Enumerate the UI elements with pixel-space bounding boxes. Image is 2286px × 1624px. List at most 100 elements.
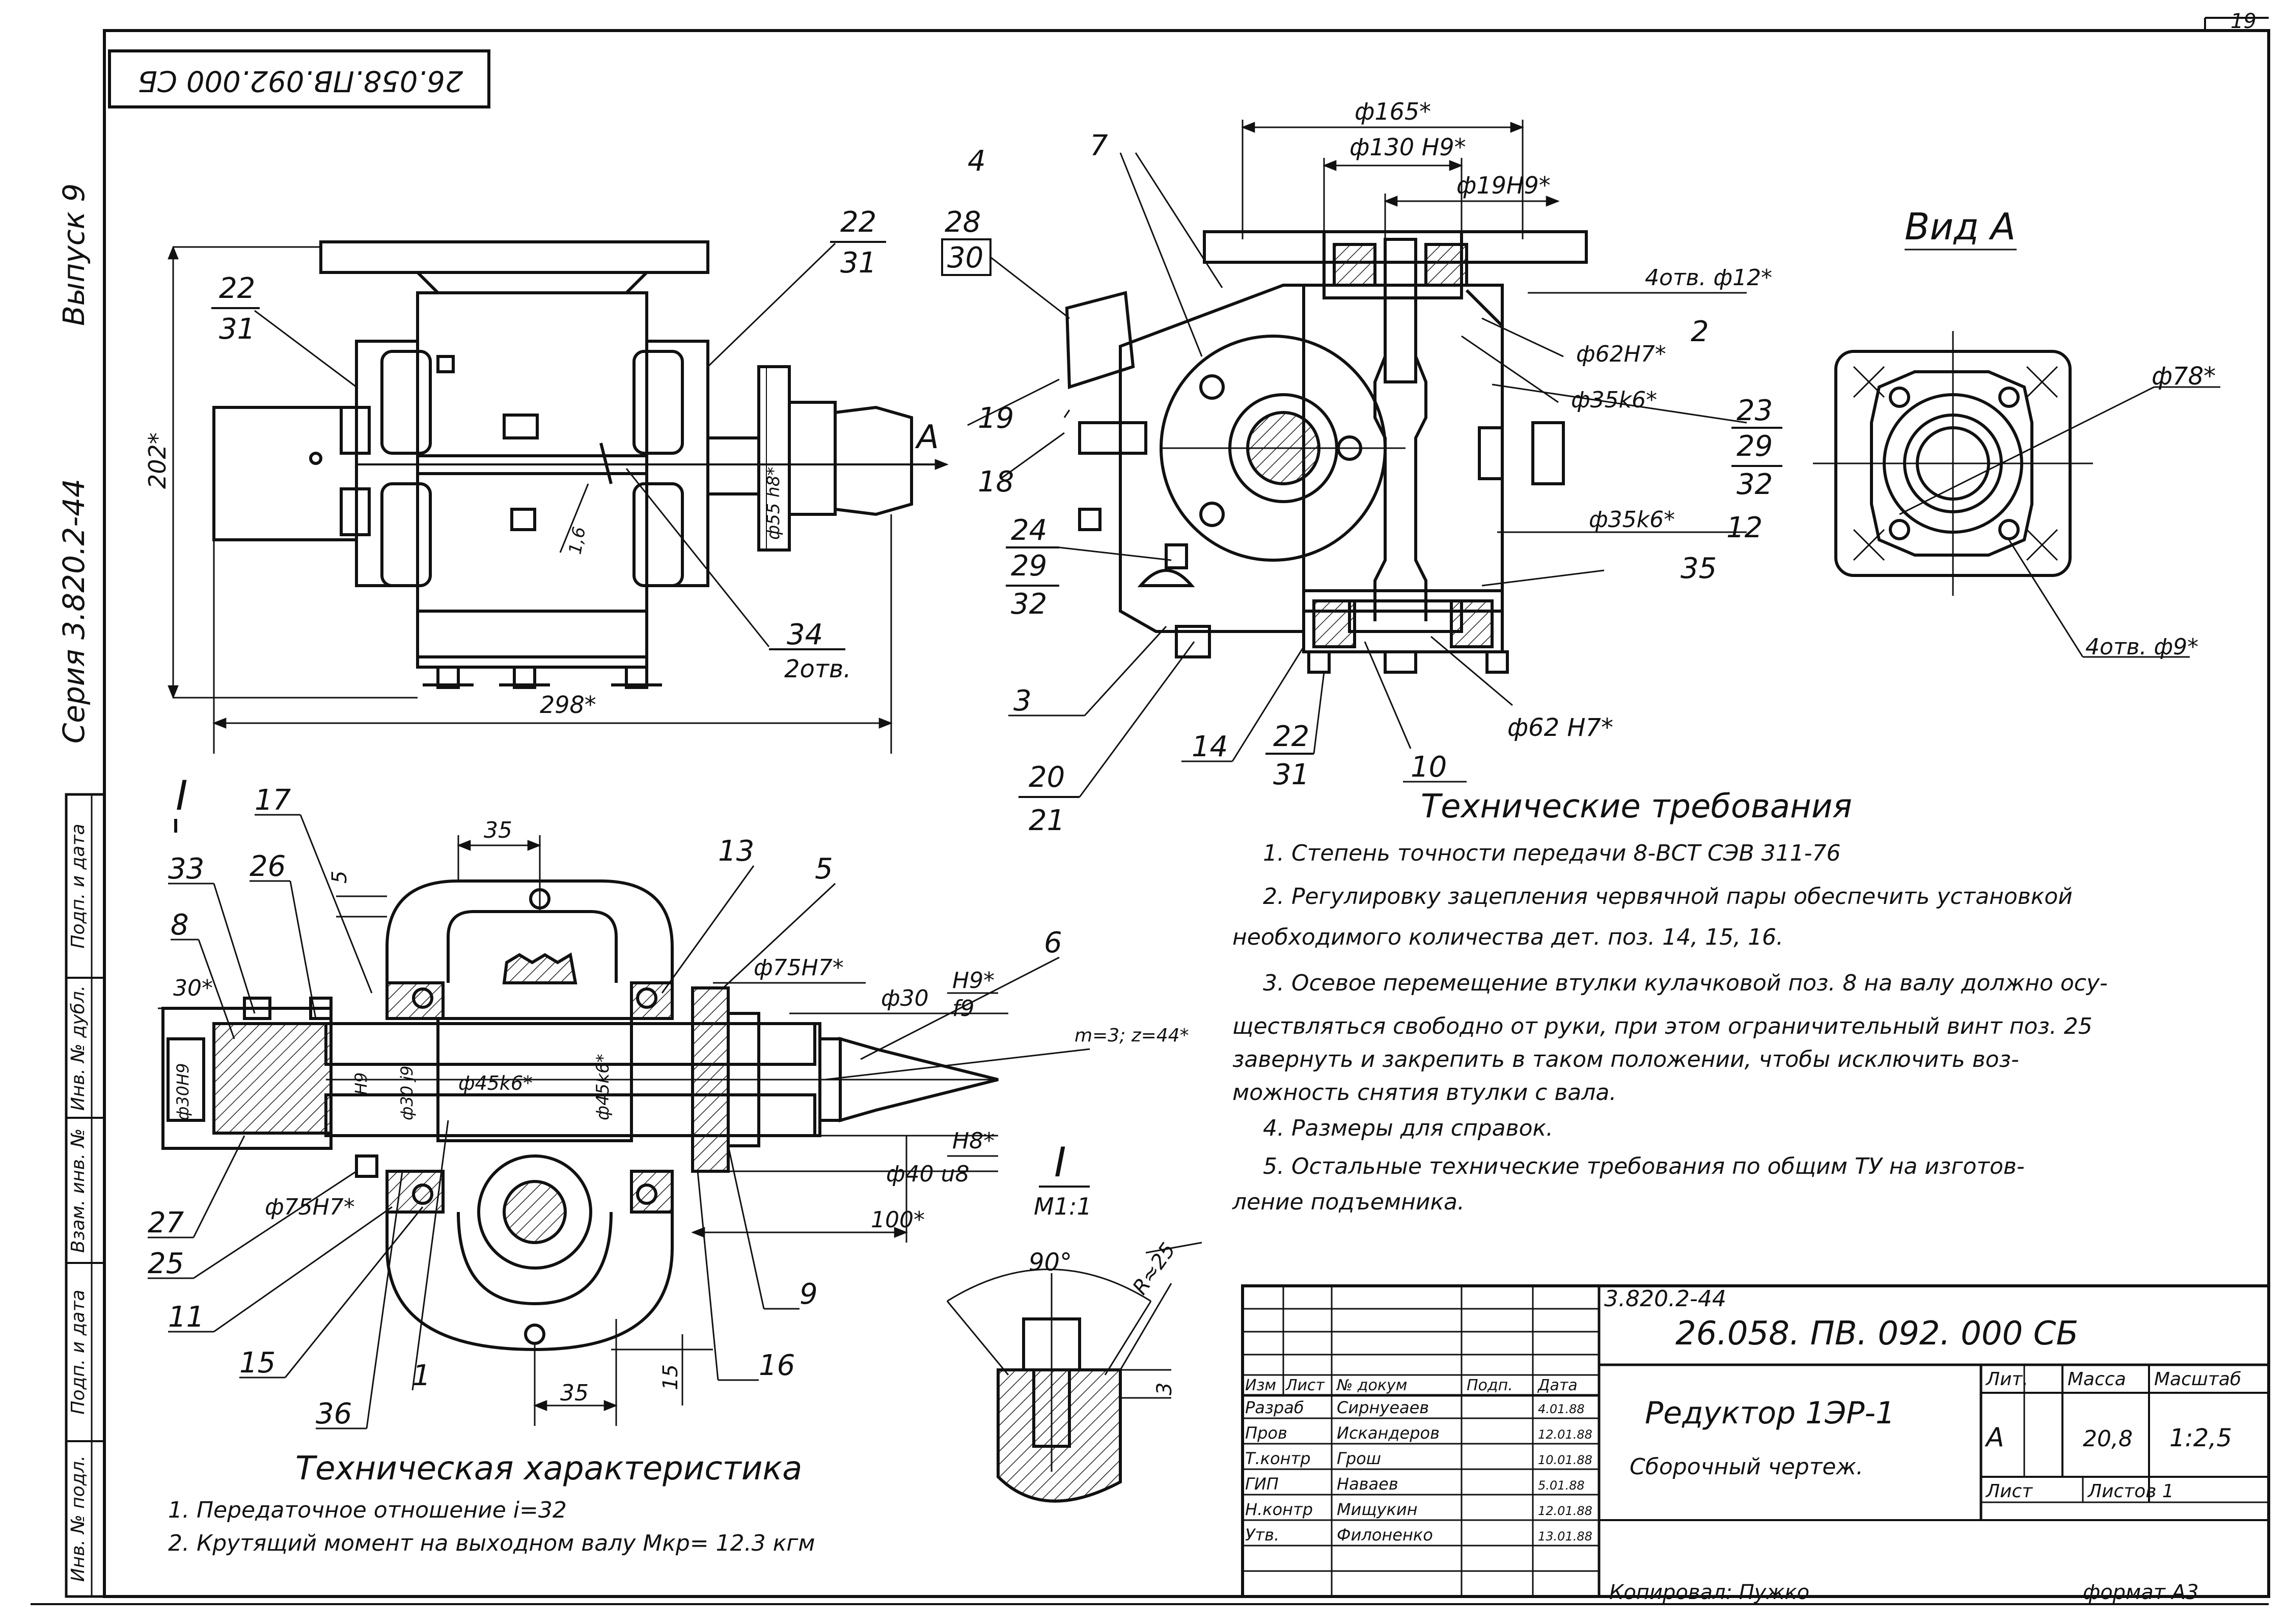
tech-req-lines: 1. Степень точности передачи 8-ВСТ СЭВ 3… (1232, 840, 2108, 1215)
left-col-label-4: Подп. и дата (68, 1289, 89, 1414)
tb-sheets-label: Листов 1 (2087, 1481, 2174, 1502)
tb-h-date: Дата (1537, 1377, 1578, 1394)
stamp-box: 26.058.ПВ.092.000 СБ (108, 49, 490, 108)
tb-h-sign: Подп. (1467, 1377, 1513, 1394)
dim-35-top: ф35k6* (1571, 387, 1657, 413)
svg-text:34: 34 (787, 618, 823, 651)
svg-text:31: 31 (840, 246, 876, 280)
dim-78: ф78* (2152, 362, 2216, 391)
svg-text:24: 24 (1011, 514, 1047, 547)
section-view (161, 879, 999, 1352)
left-col-label-1: Подп. и дата (68, 823, 89, 948)
side-view (1065, 230, 1588, 674)
pos-5: 5 (815, 852, 833, 886)
dim-100: 100* (871, 1207, 925, 1233)
tb-role-3: Т.контр (1245, 1449, 1311, 1468)
svg-text:22: 22 (219, 272, 255, 305)
tech-req-line-9: 5. Остальные технические требования по о… (1263, 1153, 2025, 1179)
tb-date-4: 5.01.88 (1538, 1478, 1585, 1493)
pos-12: 12 (1726, 511, 1762, 544)
callout-22-31-left: 22 31 (211, 272, 357, 388)
fit-h9: H9* (952, 968, 995, 994)
tb-lit-label: Лит. (1985, 1369, 2028, 1390)
callout-20-21: 20 21 (1018, 641, 1195, 837)
view-a-title: Вид А (1905, 205, 2016, 248)
left-col-label-5: Инв. № подл. (68, 1455, 89, 1582)
tb-name-3: Грош (1337, 1449, 1381, 1468)
tech-req-line-2: 2. Регулировку зацепления червячной пары… (1263, 884, 2073, 910)
svg-text:21: 21 (1029, 804, 1065, 837)
stamp-reversed: 26.058.ПВ.092.000 СБ (138, 64, 463, 97)
tb-lit: А (1985, 1422, 2004, 1453)
tech-req-line-3: необходимого количества дет. поз. 14, 15… (1232, 924, 1783, 950)
tb-date-1: 4.01.88 (1538, 1402, 1585, 1416)
dim-62-bottom: ф62 H7* (1507, 713, 1613, 742)
svg-text:22: 22 (840, 206, 876, 239)
svg-text:32: 32 (1011, 588, 1047, 621)
dim-130: ф130 H9* (1349, 133, 1466, 161)
tech-req-title: Технические требования (1421, 788, 1852, 825)
dim-15: 15 (659, 1364, 682, 1390)
tb-h-izm: Изм (1245, 1377, 1276, 1394)
tb-role-1: Разраб (1245, 1398, 1304, 1417)
side-view-dims (1063, 120, 1747, 749)
pos-3: 3 (1013, 684, 1032, 718)
dim-slope-16: 1,6 (565, 525, 590, 556)
tech-char-line-2: 2. Крутящий момент на выходном валу Мкр=… (168, 1530, 815, 1556)
dim-30-j9: ф30 j9 (397, 1066, 417, 1121)
tb-mass: 20,8 (2083, 1426, 2133, 1452)
pos-19: 19 (978, 402, 1014, 435)
svg-text:22: 22 (1273, 720, 1309, 753)
dim-75-bottom: ф75H7* (265, 1194, 355, 1220)
dim-5: 5 (328, 871, 351, 884)
pos-27: 27 (148, 1206, 184, 1240)
front-view-dims (168, 245, 949, 754)
tech-req-line-4: 3. Осевое перемещение втулки кулачковой … (1263, 970, 2108, 996)
detail-view (946, 1242, 1202, 1503)
tech-req-line-5: ществляться свободно от руки, при этом о… (1232, 1013, 2092, 1039)
dim-165: ф165* (1355, 98, 1431, 125)
tb-doc-type: Сборочный чертеж. (1630, 1454, 1863, 1480)
footer-format: формат А3 (2083, 1581, 2199, 1604)
tb-h-ndoc: № докум (1336, 1377, 1407, 1394)
pos-2: 2 (1691, 315, 1709, 348)
callout-34: 34 2отв. (769, 618, 851, 683)
tb-date-3: 10.01.88 (1538, 1453, 1592, 1467)
callout-22-31-right: 22 31 (707, 206, 886, 368)
dim-35-top-sec: 35 (484, 817, 512, 843)
tech-req-line-10: ление подъемника. (1232, 1189, 1465, 1215)
dim-30-fit: ф30 (881, 985, 929, 1011)
dim-width-298: 298* (540, 691, 596, 719)
left-col-label-2: Инв. № дубл. (68, 985, 89, 1111)
dim-side-a: ф30H9 (173, 1063, 192, 1121)
tb-role-2: Пров (1245, 1423, 1287, 1443)
tb-role-4: ГИП (1245, 1474, 1279, 1494)
tb-product: Редуктор 1ЭР-1 (1645, 1395, 1895, 1431)
pos-9: 9 (800, 1278, 818, 1311)
pos-18: 18 (978, 465, 1014, 499)
view-a (1813, 331, 2093, 596)
pos-11: 11 (168, 1301, 204, 1334)
dim-62-top: ф62H7* (1576, 341, 1666, 367)
tb-role-6: Утв. (1245, 1525, 1279, 1545)
tb-mass-label: Масса (2068, 1369, 2126, 1390)
detail-angle: 90° (1029, 1248, 1072, 1277)
dim-40: ф40 u8 (886, 1161, 969, 1187)
tb-name-1: Сирнуеаев (1337, 1398, 1429, 1417)
svg-text:30: 30 (947, 241, 983, 274)
front-view (212, 240, 942, 689)
svg-text:31: 31 (219, 313, 255, 346)
tech-char-line-1: 1. Передаточное отношение i=32 (168, 1497, 567, 1523)
tb-date-6: 13.01.88 (1538, 1529, 1592, 1544)
tech-req-line-8: 4. Размеры для справок. (1263, 1115, 1553, 1141)
pos-35: 35 (1681, 552, 1717, 585)
tb-scale-label: Масштаб (2154, 1369, 2241, 1390)
dim-module: m=3; z=44* (1075, 1025, 1189, 1046)
view-a-leaders (1899, 386, 2220, 658)
pos-6: 6 (1044, 926, 1062, 959)
pos-10: 10 (1411, 751, 1447, 784)
tb-sheet-label: Лист (1985, 1481, 2033, 1502)
detail-radius: R≈25 (1128, 1238, 1180, 1299)
section-label-i: I (176, 772, 188, 819)
tb-name-5: Мищукин (1337, 1500, 1418, 1519)
